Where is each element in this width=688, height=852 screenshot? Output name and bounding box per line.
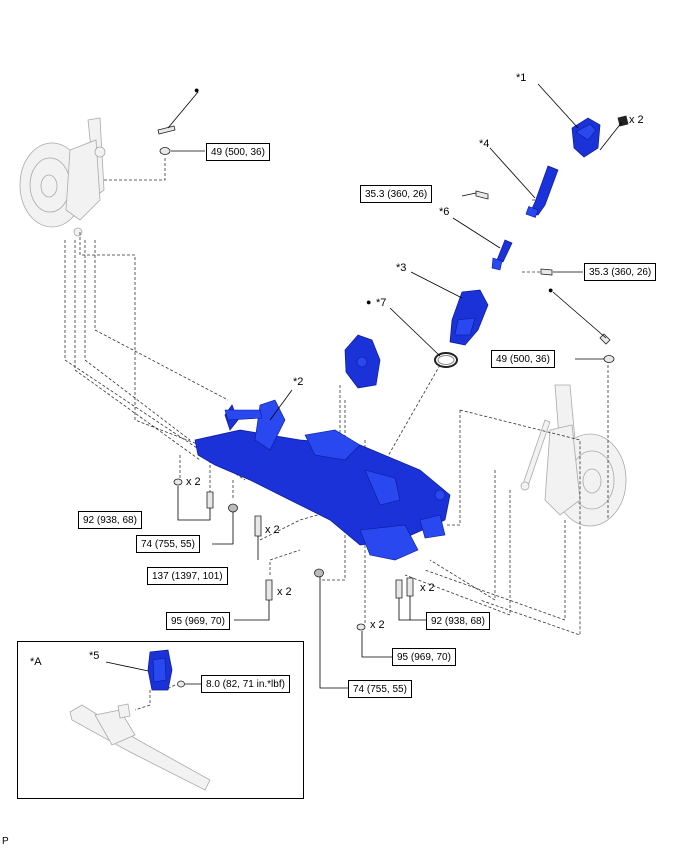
left-knuckle-assembly xyxy=(19,117,106,237)
qty-bolt-137: x 2 xyxy=(265,524,280,536)
torque-box-95-left: 95 (969, 70) xyxy=(166,612,230,630)
qty-nut-95-right: x 2 xyxy=(370,619,385,631)
callout-7: *7 xyxy=(376,297,387,309)
torque-box-137: 137 (1397, 101) xyxy=(147,567,228,585)
front-suspension-crossmember xyxy=(194,399,451,561)
column-hole-boot xyxy=(449,289,489,346)
qty-nut-left: x 2 xyxy=(186,476,201,488)
callout-3: *3 xyxy=(396,262,407,274)
torque-box-35-lower: 35.3 (360, 26) xyxy=(584,263,657,281)
bullet-left-pin: ● xyxy=(194,85,200,95)
callout-1: *1 xyxy=(516,72,527,84)
torque-box-8: 8.0 (82, 71 in.*lbf) xyxy=(201,675,290,693)
inset-steering-gear xyxy=(69,649,211,791)
inset-label: *A xyxy=(30,656,42,668)
engine-mount-bracket xyxy=(344,334,381,389)
callout-5: *5 xyxy=(89,650,100,662)
bullet-right-pin: ● xyxy=(548,285,554,295)
torque-box-74-bottom: 74 (755, 55) xyxy=(348,680,412,698)
torque-box-49-left: 49 (500, 36) xyxy=(206,143,270,161)
qty-bolt-95: x 2 xyxy=(277,586,292,598)
qty-bolt-92-right: x 2 xyxy=(420,582,435,594)
clamp-ring xyxy=(434,352,458,368)
callout-4: *4 xyxy=(479,138,490,150)
torque-box-49-right: 49 (500, 36) xyxy=(491,350,555,368)
right-knuckle-assembly xyxy=(520,384,627,527)
torque-box-95-right: 95 (969, 70) xyxy=(392,648,456,666)
intermediate-shaft xyxy=(525,165,559,218)
hole-cover xyxy=(571,115,629,158)
torque-box-35-upper: 35.3 (360, 26) xyxy=(360,185,433,203)
leader-lines xyxy=(105,83,623,689)
torque-box-74-left: 74 (755, 55) xyxy=(136,535,200,553)
qty-clip: x 2 xyxy=(629,114,644,126)
illustration-code: P xyxy=(2,836,9,847)
torque-box-92-right: 92 (938, 68) xyxy=(426,612,490,630)
torque-box-92-left: 92 (938, 68) xyxy=(78,511,142,529)
callout-6: *6 xyxy=(439,206,450,218)
hardware xyxy=(159,147,615,688)
callout-2: *2 xyxy=(293,376,304,388)
inset-frame xyxy=(17,641,304,799)
bullet-callout-7: ● xyxy=(366,297,372,307)
sliding-yoke xyxy=(491,239,513,271)
